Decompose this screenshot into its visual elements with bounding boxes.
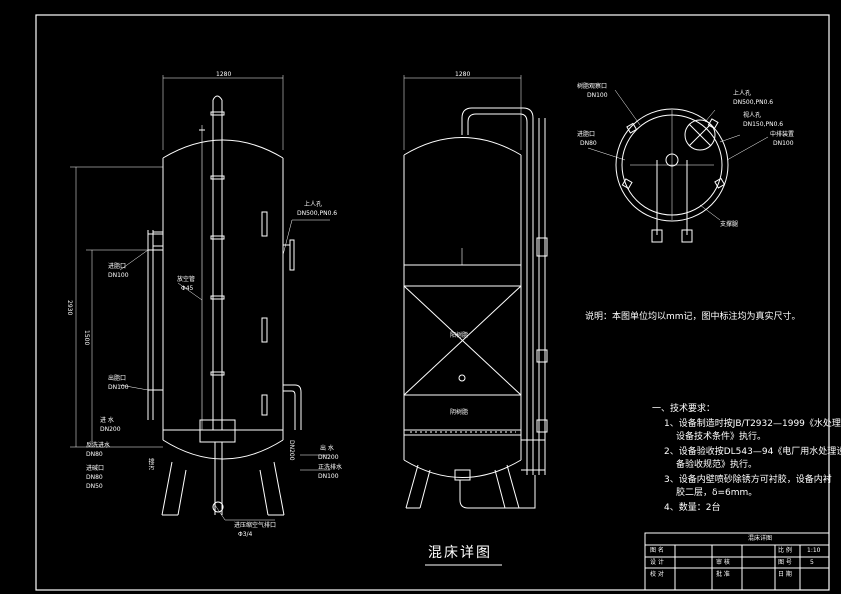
- requirement-line-3: 2、设备验收按DL543—94《电厂用水处理设: [664, 447, 841, 457]
- tb-r3-c5: 日 期: [778, 571, 792, 578]
- label-acid-in-size: DN80: [86, 451, 103, 458]
- mid-layer-1: 阳树脂: [450, 332, 469, 339]
- top-label-r3: 中排装置: [770, 131, 795, 138]
- top-label-l1: 树脂观察口: [577, 83, 608, 90]
- label-bottom-inlet-size: Φ3/4: [238, 531, 253, 538]
- tb-r2-c5: 图 号: [778, 559, 792, 566]
- requirement-line-6: 胶二层，δ=6mm。: [676, 488, 758, 498]
- tb-r1-c2: 混床详图: [748, 535, 773, 542]
- tb-r2-c3: 审 核: [716, 559, 730, 566]
- label-backwash-in: 进脂口: [108, 263, 127, 270]
- title-block-grid: [644, 532, 830, 591]
- left-top-dim: 1280: [216, 71, 232, 78]
- left-overall-dim: 2930: [66, 300, 73, 316]
- label-water-in-size: DN200: [100, 426, 121, 433]
- mid-top-dim: 1280: [455, 71, 471, 78]
- tb-r1-c5: 比 例: [778, 547, 792, 554]
- mid-layer-2: 阴树脂: [450, 409, 469, 416]
- tb-r1-c1: 图 名: [650, 547, 664, 554]
- top-label-r1-size: DN500,PN0.6: [733, 99, 774, 106]
- label-vent-pipe: 放空管: [177, 276, 196, 283]
- label-waste-out: 正洗排水: [318, 464, 343, 471]
- label-drain-out-size: DN100: [108, 384, 129, 391]
- drawing-title: 混床详图: [428, 545, 492, 561]
- top-label-r2: 视人孔: [743, 112, 762, 119]
- top-label-r2-size: DN150,PN0.6: [743, 121, 784, 128]
- top-label-l2: 进脂口: [577, 131, 596, 138]
- label-alkali-in: 进碱口: [86, 465, 105, 472]
- label-drain-out: 出脂口: [108, 375, 127, 382]
- top-label-l1-size: DN100: [587, 92, 608, 99]
- label-manhole-size: DN500,PN0.6: [297, 210, 338, 217]
- requirement-line-2: 设备技术条件》执行。: [676, 432, 767, 442]
- label-water-in: 进 水: [100, 417, 114, 424]
- top-label-bottom: 支撑腿: [720, 221, 739, 228]
- label-water-out: 出 水: [320, 445, 334, 452]
- left-vessel-view: [70, 75, 330, 521]
- requirement-line-7: 4、数量：2台: [664, 503, 721, 513]
- top-label-r1: 上人孔: [733, 90, 752, 97]
- requirement-line-5: 3、设备内壁喷砂除锈方可衬胶，设备内衬: [664, 475, 832, 485]
- requirement-line-1: 1、设备制造时按JB/T2932—1999《水处理: [664, 419, 841, 429]
- drawing-note: 说明：本图单位均以mm记，图中标注均为真实尺寸。: [585, 312, 801, 322]
- label-alkali-in-size2: DN50: [86, 483, 103, 490]
- label-drain-vert: 排污: [147, 458, 154, 470]
- top-plan-view: [587, 89, 769, 243]
- label-side-vert: DN200: [288, 440, 295, 461]
- label-alkali-in-size: DN80: [86, 474, 103, 481]
- tb-r3-c1: 校 对: [650, 571, 664, 578]
- drawing-frame: [35, 14, 830, 591]
- middle-vessel-view: [403, 75, 548, 509]
- top-label-l2-size: DN80: [580, 140, 597, 147]
- tb-r2-c1: 设 计: [650, 559, 664, 566]
- tb-r1-c6: 1:10: [807, 547, 821, 554]
- label-backwash-in-size: DN100: [108, 272, 129, 279]
- label-waste-out-size: DN100: [318, 473, 339, 480]
- label-manhole: 上人孔: [304, 201, 323, 208]
- label-bottom-inlet: 进压缩空气排口: [234, 522, 277, 529]
- requirements-heading: 一、技术要求：: [652, 404, 716, 414]
- requirement-line-4: 备验收规范》执行。: [676, 460, 758, 470]
- tb-r3-c3: 批 准: [716, 571, 730, 578]
- label-acid-in: 反洗进水: [86, 442, 111, 449]
- label-water-out-size: DN200: [318, 454, 339, 461]
- tb-r2-c6: 5: [810, 559, 814, 566]
- label-vent-pipe-size: Φ45: [181, 285, 194, 292]
- left-inner-dim: 1500: [83, 330, 90, 346]
- top-label-r3-size: DN100: [773, 140, 794, 147]
